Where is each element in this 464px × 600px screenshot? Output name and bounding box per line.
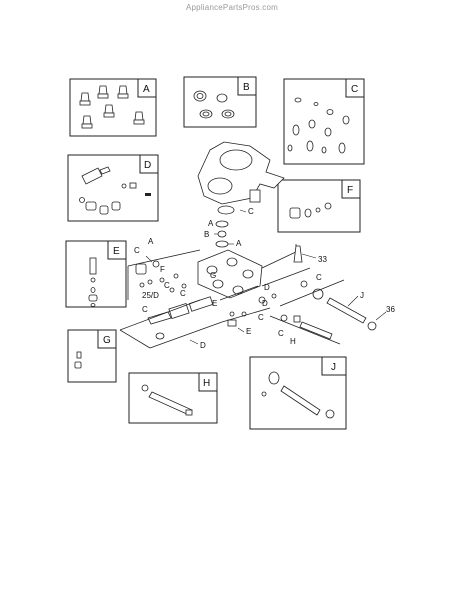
left-fittings — [135, 260, 187, 293]
manifold — [197, 249, 263, 299]
kit-label-e: E — [113, 246, 120, 257]
callout-f1: F — [160, 265, 165, 274]
seal-parts — [193, 90, 235, 119]
callout-j1: J — [360, 291, 364, 300]
kit-box-a[interactable]: A — [69, 78, 157, 137]
kit-label-a: A — [143, 84, 150, 95]
kit-box-j[interactable]: J — [249, 356, 347, 430]
callout-c7: C — [142, 305, 148, 314]
callout-c2: C — [164, 281, 170, 290]
callout-a2: A — [236, 239, 242, 248]
callout-h1: H — [290, 337, 296, 346]
unloader-parts — [289, 202, 332, 219]
nozzle-parts — [79, 85, 145, 129]
kit-box-d[interactable]: D — [67, 154, 159, 222]
piston-upper-right — [300, 280, 377, 331]
callout-g1: G — [210, 271, 216, 280]
callout-c5: C — [316, 273, 322, 282]
callout-c1: C — [134, 246, 140, 255]
piston-parts-j — [261, 371, 335, 419]
check-valve-parts — [88, 257, 98, 307]
kit-box-h[interactable]: H — [128, 372, 218, 424]
kit-label-h: H — [203, 378, 210, 389]
kit-box-e[interactable]: E — [65, 240, 127, 308]
callout-e2: E — [212, 299, 217, 308]
callout-d2: D — [262, 299, 268, 308]
kit-box-b[interactable]: B — [183, 76, 257, 128]
kit-box-f[interactable]: F — [277, 179, 361, 233]
piston-lower-right — [280, 314, 333, 340]
kit-box-g[interactable]: G — [67, 329, 117, 383]
kit-label-j: J — [331, 362, 336, 373]
callout-36: 36 — [386, 305, 395, 314]
kit-label-b: B — [243, 82, 250, 93]
callout-d1: D — [264, 283, 270, 292]
callout-d3: D — [200, 341, 206, 350]
piston-parts-h — [141, 384, 193, 416]
kit-box-c[interactable]: C — [283, 78, 365, 165]
callout-c3: C — [180, 289, 186, 298]
callout-a-left: A — [148, 237, 154, 246]
callout-b1: B — [204, 230, 209, 239]
pump-housing — [197, 141, 285, 215]
callout-c4: C — [258, 313, 264, 322]
kit-label-c: C — [351, 84, 358, 95]
o-ring-parts — [287, 97, 350, 154]
callout-a1: A — [208, 219, 214, 228]
callout-c-pump: C — [248, 207, 254, 216]
kit-label-f: F — [347, 185, 353, 196]
kit-label-d: D — [144, 160, 151, 171]
callout-25d: 25/D — [142, 291, 159, 300]
callout-c6: C — [278, 329, 284, 338]
callout-e1: E — [246, 327, 251, 336]
kit-label-g: G — [103, 335, 111, 346]
watermark: AppliancePartsPros.com — [186, 3, 278, 12]
callout-33: 33 — [318, 255, 327, 264]
bolt-33 — [293, 245, 303, 263]
center-fittings — [227, 293, 277, 327]
valve-parts — [79, 166, 151, 215]
small-parts — [74, 351, 82, 369]
unloader-assembly — [147, 296, 214, 340]
